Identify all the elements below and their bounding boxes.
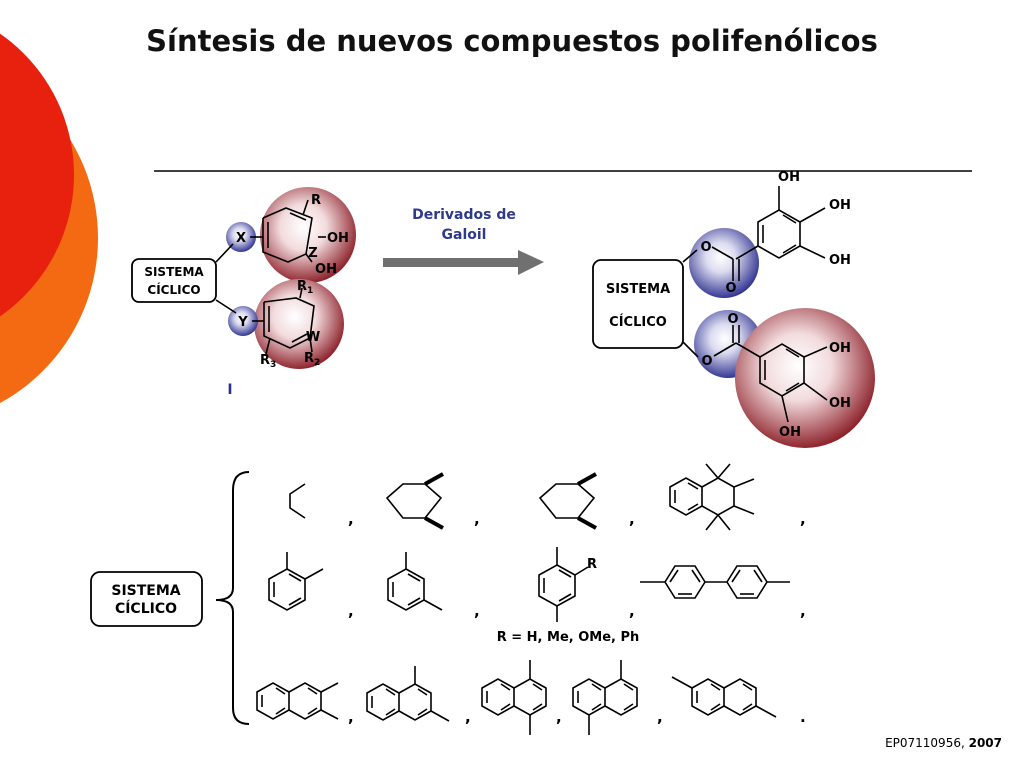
oh-label: OH	[327, 231, 349, 246]
compound-label: I	[227, 382, 232, 398]
arrow-shaft	[383, 258, 521, 267]
oh-bottom-meta2: OH	[779, 425, 801, 440]
oh-bottom-meta1: OH	[829, 341, 851, 356]
carbonyl-o-top: O	[725, 281, 736, 296]
carbonyl-o-bottom: O	[727, 312, 738, 327]
separator: ,	[800, 510, 806, 528]
separator: ,	[629, 510, 635, 528]
separator: ,	[556, 708, 562, 726]
oh-top-para: OH	[778, 170, 800, 185]
product-box-line1: SISTEMA	[606, 282, 670, 297]
substituted-xylene	[538, 547, 589, 622]
oh-bottom-para: OH	[829, 396, 851, 411]
separator: ,	[629, 602, 635, 620]
tetramethyl-tetralin	[669, 463, 755, 531]
z-label: Z	[308, 246, 317, 261]
separator: ,	[657, 708, 663, 726]
cyclic-system-box-left	[131, 258, 217, 303]
decorative-circles	[0, 33, 98, 404]
separator: .	[800, 708, 806, 726]
r2-label: R2	[304, 351, 320, 368]
reagent-line1: Derivados de	[412, 207, 516, 223]
meta-xylene	[387, 552, 443, 611]
slide-title: Síntesis de nuevos compuestos polifenóli…	[146, 24, 878, 58]
list-box-line1: SISTEMA	[111, 583, 180, 599]
box-label-line2: CÍCLICO	[147, 282, 200, 297]
red-sphere-galloyl	[735, 308, 875, 448]
separator: ,	[348, 708, 354, 726]
ortho-xylene	[268, 552, 324, 611]
general-structure: SISTEMA CÍCLICO X Y R OH Z OH	[131, 187, 356, 398]
oh2-label: OH	[315, 262, 337, 277]
ethylene-linker	[289, 483, 306, 519]
oh-top-meta1: OH	[829, 198, 851, 213]
cyclic-system-box-product	[592, 259, 684, 349]
reagent-line2: Galoil	[442, 227, 487, 243]
patent-citation: EP07110956, 2007	[885, 736, 1002, 750]
substituent-r-label: R	[587, 557, 597, 572]
x-label: X	[236, 231, 246, 246]
patent-number: EP07110956,	[885, 736, 969, 750]
naphthalene-1-5	[572, 660, 638, 735]
red-sphere-top	[260, 187, 356, 283]
naphthalene-1-3	[366, 666, 450, 722]
naphthalene-1-4	[481, 660, 547, 735]
cyclic-system-box-list	[90, 571, 203, 627]
product-box-line2: CÍCLICO	[609, 314, 667, 330]
patent-year: 2007	[968, 736, 1002, 750]
curly-brace	[215, 471, 250, 725]
oh-top-meta2: OH	[829, 253, 851, 268]
naphthalene-2-3	[256, 682, 339, 720]
list-box-line2: CÍCLICO	[115, 600, 177, 617]
cyclohexane-1	[385, 483, 443, 519]
cyclohexane-2	[538, 483, 596, 519]
separator: ,	[465, 708, 471, 726]
red-sphere-bottom	[254, 279, 344, 369]
separator: ,	[348, 602, 354, 620]
blue-sphere-top-ester	[689, 228, 759, 298]
separator: ,	[800, 602, 806, 620]
ester-o-top: O	[700, 240, 711, 255]
separator: ,	[348, 510, 354, 528]
ring-system-list: SISTEMA CÍCLICO	[90, 463, 806, 735]
box-label-line1: SISTEMA	[144, 265, 204, 279]
product-structure: SISTEMA CÍCLICO	[592, 170, 875, 448]
naphthalene-2-6	[671, 676, 777, 718]
r1-label: R1	[297, 279, 313, 296]
ester-o-bottom: O	[701, 354, 712, 369]
y-label: Y	[237, 315, 248, 330]
w-label: W	[306, 330, 320, 345]
separator: ,	[474, 602, 480, 620]
red-decor-circle	[0, 33, 74, 317]
separator: ,	[474, 510, 480, 528]
reaction-arrow: Derivados de Galoil	[383, 207, 544, 275]
r-definition: R = H, Me, OMe, Ph	[497, 630, 640, 645]
arrow-head	[518, 250, 544, 275]
biphenyl	[640, 565, 790, 599]
r-label: R	[311, 193, 321, 208]
r3-label: R3	[260, 353, 276, 370]
